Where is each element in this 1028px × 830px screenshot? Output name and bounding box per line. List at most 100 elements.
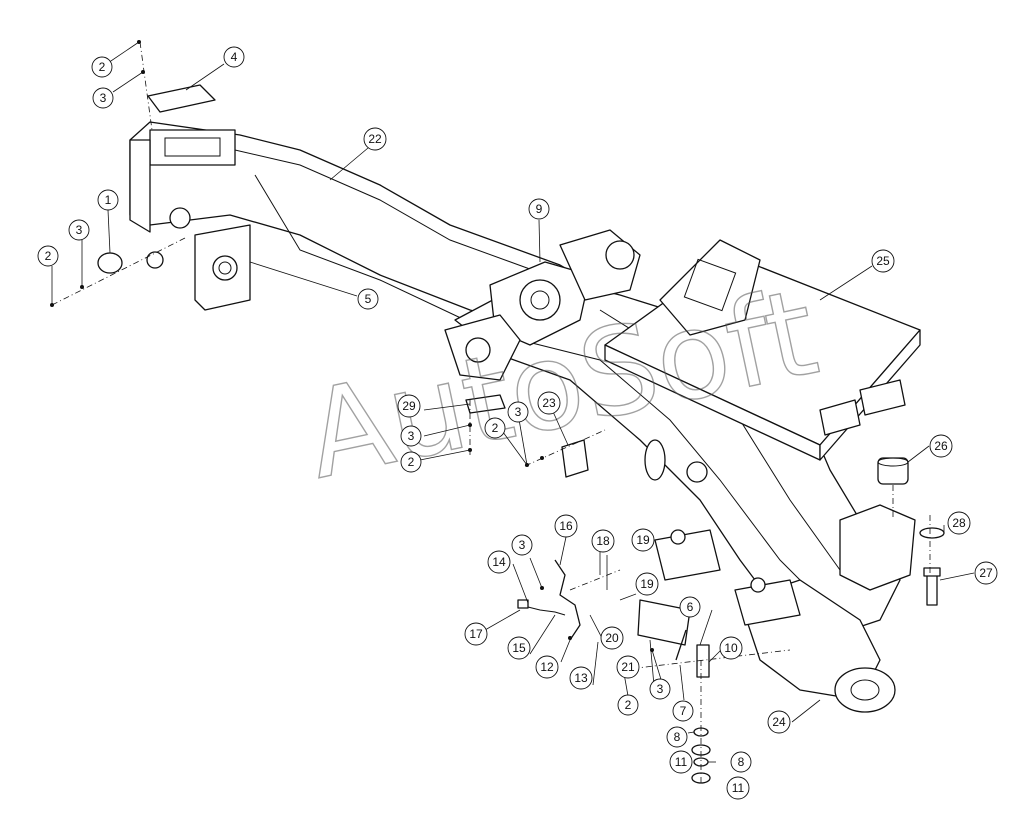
- callout-8: 8: [730, 751, 752, 773]
- callout-11: 11: [726, 776, 750, 800]
- callout-25: 25: [871, 249, 895, 273]
- callout-2: 2: [400, 451, 422, 473]
- side-mount: [839, 457, 945, 606]
- svg-text:13: 13: [574, 671, 588, 685]
- cap-1: [97, 252, 123, 274]
- callout-16: 16: [554, 514, 578, 538]
- callout-3: 3: [400, 425, 422, 447]
- svg-text:2: 2: [408, 455, 415, 469]
- callout-1: 1: [97, 189, 119, 211]
- articulation-hitch: [444, 229, 641, 381]
- svg-text:2: 2: [625, 698, 632, 712]
- callout-2: 2: [484, 417, 506, 439]
- sensor-bracket-assembly: [517, 559, 710, 678]
- svg-text:3: 3: [100, 91, 107, 105]
- svg-text:15: 15: [512, 641, 526, 655]
- frame-slot: [644, 439, 666, 481]
- callout-2: 2: [91, 56, 113, 78]
- svg-text:3: 3: [408, 429, 415, 443]
- callout-2: 2: [37, 245, 59, 267]
- callout-14: 14: [487, 550, 511, 574]
- callout-13: 13: [569, 666, 593, 690]
- callout-17: 17: [464, 622, 488, 646]
- callout-27: 27: [974, 561, 998, 585]
- cover-plate-4: [147, 84, 216, 113]
- svg-text:27: 27: [979, 566, 993, 580]
- callout-20: 20: [600, 626, 624, 650]
- callout-19: 19: [635, 572, 659, 596]
- callout-3: 3: [92, 87, 114, 109]
- svg-text:19: 19: [640, 577, 654, 591]
- svg-text:3: 3: [515, 405, 522, 419]
- cover-plate-21: [637, 599, 691, 646]
- svg-text:6: 6: [687, 600, 694, 614]
- assembly-center-lines: [51, 41, 931, 785]
- callout-23: 23: [537, 391, 561, 415]
- svg-text:1: 1: [105, 193, 112, 207]
- svg-text:28: 28: [952, 516, 966, 530]
- callout-3: 3: [649, 678, 671, 700]
- callout-28: 28: [947, 511, 971, 535]
- callout-15: 15: [507, 636, 531, 660]
- callout-10: 10: [719, 636, 743, 660]
- svg-text:16: 16: [559, 519, 573, 533]
- svg-text:11: 11: [732, 781, 745, 795]
- callout-7: 7: [672, 700, 694, 722]
- callout-2: 2: [617, 694, 639, 716]
- washer-28: [919, 527, 945, 539]
- svg-text:11: 11: [675, 755, 688, 769]
- svg-text:24: 24: [772, 715, 786, 729]
- svg-text:18: 18: [596, 534, 610, 548]
- callout-11: 11: [669, 750, 693, 774]
- svg-text:7: 7: [680, 704, 687, 718]
- svg-text:9: 9: [536, 202, 543, 216]
- block-29: [465, 394, 506, 414]
- svg-text:21: 21: [621, 660, 635, 674]
- svg-text:8: 8: [674, 730, 681, 744]
- svg-text:29: 29: [402, 399, 416, 413]
- svg-text:10: 10: [724, 641, 738, 655]
- svg-text:25: 25: [876, 254, 890, 268]
- svg-text:23: 23: [542, 396, 556, 410]
- bolt-27: [926, 574, 938, 606]
- callout-12: 12: [535, 655, 559, 679]
- pivot-bore: [212, 255, 238, 281]
- callout-19: 19: [631, 528, 655, 552]
- callout-22: 22: [363, 127, 387, 151]
- rubber-mount: [877, 457, 909, 485]
- svg-text:3: 3: [519, 538, 526, 552]
- svg-text:2: 2: [99, 60, 106, 74]
- callout-26: 26: [929, 434, 953, 458]
- callout-4: 4: [223, 46, 245, 68]
- callout-6: 6: [679, 596, 701, 618]
- callout-8: 8: [666, 726, 688, 748]
- svg-text:5: 5: [365, 292, 372, 306]
- svg-text:17: 17: [469, 627, 483, 641]
- front-axle-bracket: [654, 529, 896, 713]
- callout-5: 5: [357, 288, 379, 310]
- callouts: 1 2 3 2 3 4 5 22 9 25 29 3 2 3 23 2 26 2…: [37, 46, 998, 800]
- callout-24: 24: [767, 710, 791, 734]
- svg-text:2: 2: [45, 249, 52, 263]
- svg-text:12: 12: [540, 660, 554, 674]
- leader-lines: [51, 41, 975, 763]
- pin-10: [696, 644, 710, 678]
- callout-29: 29: [397, 394, 421, 418]
- svg-text:8: 8: [738, 755, 745, 769]
- callout-3: 3: [507, 401, 529, 423]
- svg-text:19: 19: [636, 533, 650, 547]
- callout-9: 9: [528, 198, 550, 220]
- boom-top-plate: [149, 129, 236, 166]
- svg-text:26: 26: [934, 439, 948, 453]
- svg-text:4: 4: [231, 50, 238, 64]
- callout-3: 3: [68, 219, 90, 241]
- svg-text:2: 2: [492, 421, 499, 435]
- callout-18: 18: [591, 529, 615, 553]
- callout-21: 21: [616, 655, 640, 679]
- svg-text:3: 3: [657, 682, 664, 696]
- svg-text:14: 14: [492, 555, 506, 569]
- callout-3: 3: [511, 534, 533, 556]
- platform-plate: [604, 239, 921, 461]
